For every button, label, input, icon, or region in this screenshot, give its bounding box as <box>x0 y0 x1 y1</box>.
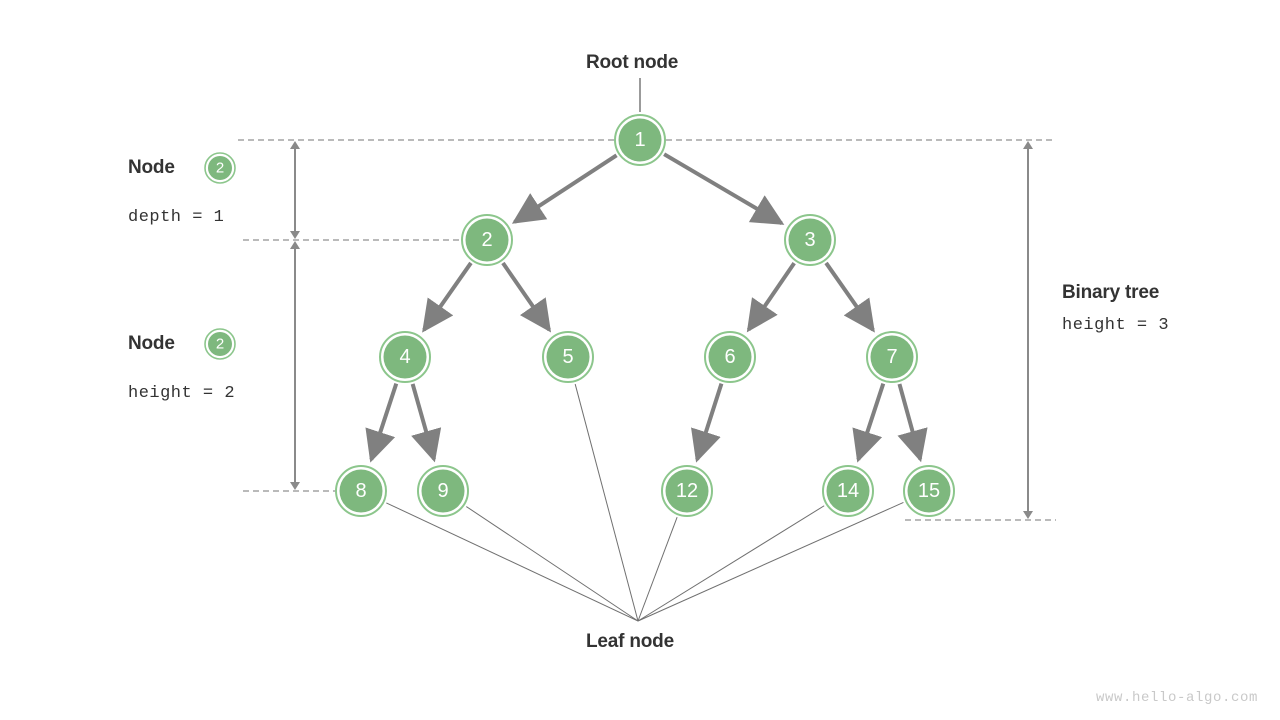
tree-edge <box>501 261 552 333</box>
node-disc <box>708 335 752 379</box>
node-disc <box>421 469 465 513</box>
leaf-pointer-line <box>466 506 639 622</box>
node-label: 12 <box>676 480 698 502</box>
badge-label: 2 <box>216 160 224 177</box>
node-ring <box>661 465 713 517</box>
tree-node-5[interactable]: 5 <box>542 331 594 383</box>
badge-disc <box>208 332 232 356</box>
leaf-pointer-line <box>386 502 639 622</box>
annotation-node-height-title: Node <box>128 333 175 354</box>
tree-edge <box>824 261 875 333</box>
annotation-node-height-detail: height = 2 <box>128 384 236 403</box>
tree-node-8[interactable]: 8 <box>335 465 387 517</box>
badge-ring <box>204 328 236 360</box>
node-ring <box>903 465 955 517</box>
node-label: 2 <box>481 229 492 251</box>
measure-arrow-up <box>290 241 300 249</box>
node-disc <box>826 469 870 513</box>
tree-node-6[interactable]: 6 <box>704 331 756 383</box>
annotation-node-depth-detail: depth = 1 <box>128 208 225 227</box>
node-disc <box>788 218 832 262</box>
node-ring <box>542 331 594 383</box>
node-label: 1 <box>634 129 645 151</box>
node-disc <box>665 469 709 513</box>
leaf-pointer-line <box>637 505 825 622</box>
measure-arrow-down <box>1023 511 1033 519</box>
tree-edge <box>410 383 442 463</box>
badge-disc <box>208 156 232 180</box>
node-label: 7 <box>886 346 897 368</box>
tree-edge <box>897 383 928 463</box>
node-label: 4 <box>399 346 410 368</box>
measure-arrow-down <box>290 231 300 239</box>
node-ring <box>461 214 513 266</box>
node-label: 3 <box>804 229 815 251</box>
node-disc <box>870 335 914 379</box>
tree-node-12[interactable]: 12 <box>661 465 713 517</box>
tree-node-9[interactable]: 9 <box>417 465 469 517</box>
node-ring <box>614 114 666 166</box>
tree-edge <box>746 261 796 333</box>
node-ring <box>822 465 874 517</box>
node-ring <box>417 465 469 517</box>
node-label: 6 <box>724 346 735 368</box>
node-disc <box>618 118 662 162</box>
leaf-pointer-line <box>574 383 639 622</box>
annotation-badge-node-depth: 2 <box>204 152 236 184</box>
tree-node-15[interactable]: 15 <box>903 465 955 517</box>
tree-edge <box>691 383 724 463</box>
node-disc <box>546 335 590 379</box>
site-watermark: www.hello-algo.com <box>1095 690 1258 706</box>
node-ring <box>335 465 387 517</box>
node-ring <box>379 331 431 383</box>
tree-node-7[interactable]: 7 <box>866 331 918 383</box>
measure-arrow-up <box>1023 141 1033 149</box>
tree-edge <box>663 152 785 225</box>
tree-node-2[interactable]: 2 <box>461 214 513 266</box>
leaf-node-label: Leaf node <box>586 631 674 652</box>
node-ring <box>866 331 918 383</box>
annotation-badge-node-height: 2 <box>204 328 236 360</box>
tree-edge <box>422 261 473 333</box>
node-disc <box>339 469 383 513</box>
tree-node-14[interactable]: 14 <box>822 465 874 517</box>
node-ring <box>704 331 756 383</box>
guide-lines-layer <box>238 139 1056 521</box>
tree-edge <box>852 382 886 463</box>
annotation-node-depth-title: Node <box>128 157 175 178</box>
node-disc <box>907 469 951 513</box>
tree-node-4[interactable]: 4 <box>379 331 431 383</box>
node-disc <box>465 218 509 262</box>
annotation-badges-layer: 22 <box>204 152 236 360</box>
leaf-pointer-line <box>637 517 678 622</box>
node-disc <box>383 335 427 379</box>
tree-edge <box>511 153 618 224</box>
annotation-binary-tree-title: Binary tree <box>1062 282 1160 303</box>
leaf-pointer-line <box>637 501 904 622</box>
tree-node-1[interactable]: 1 <box>614 114 666 166</box>
node-label: 9 <box>437 480 448 502</box>
leaf-pointer-lines-layer <box>386 383 904 622</box>
node-label: 15 <box>918 480 940 502</box>
measure-arrow-down <box>290 482 300 490</box>
badge-label: 2 <box>216 336 224 353</box>
tree-edges-layer <box>365 152 928 463</box>
badge-ring <box>204 152 236 184</box>
node-label: 14 <box>837 480 859 502</box>
tree-edge <box>365 382 399 463</box>
measure-arrows-layer <box>290 141 1033 519</box>
node-label: 5 <box>562 346 573 368</box>
node-label: 8 <box>355 480 366 502</box>
tree-node-3[interactable]: 3 <box>784 214 836 266</box>
annotation-binary-tree-detail: height = 3 <box>1062 316 1170 335</box>
measure-arrow-up <box>290 141 300 149</box>
root-node-label: Root node <box>586 52 679 73</box>
node-ring <box>784 214 836 266</box>
